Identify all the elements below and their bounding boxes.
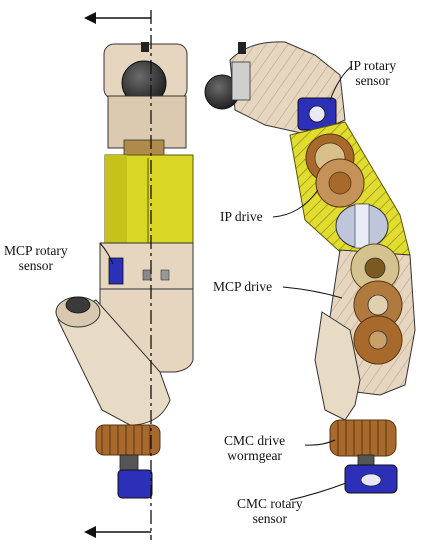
label-cmc-rotary-sensor: CMC rotary sensor xyxy=(237,496,303,526)
top-screw xyxy=(141,42,149,52)
label-ip-drive: IP drive xyxy=(220,209,263,224)
tip-mount xyxy=(231,61,251,101)
leader-mcp-rotary-sensor xyxy=(99,242,114,265)
leader-cmc-rotary-sensor xyxy=(289,482,347,501)
mcp-small-part xyxy=(142,269,152,281)
ip-drive-bushing-slot xyxy=(354,203,370,249)
leader-ip-rotary-sensor xyxy=(329,65,353,101)
leader-ip-drive xyxy=(272,189,319,218)
cmc-sensor-hub xyxy=(360,473,382,487)
cmc-base xyxy=(314,311,361,421)
mcp-drive-gears xyxy=(350,243,403,365)
leader-lines xyxy=(99,65,353,501)
mcp-small-part-2 xyxy=(160,269,170,281)
label-ip-rotary-sensor: IP rotary sensor xyxy=(349,58,397,88)
label-mcp-rotary-sensor: MCP rotary sensor xyxy=(4,243,68,273)
ip-sensor-hub xyxy=(308,105,326,123)
ip-drive-gears xyxy=(305,133,365,208)
yellow-housing-shade xyxy=(105,155,127,243)
upper-body xyxy=(107,95,187,149)
wormgear-teeth-left xyxy=(101,425,151,455)
cmc-shaft-left xyxy=(119,454,139,472)
left-finger-view xyxy=(55,10,194,540)
cmc-rotary-sensor-left xyxy=(117,469,153,499)
mcp-rotary-sensor-left xyxy=(108,257,124,285)
cmc-end-knob xyxy=(65,296,91,314)
leader-cmc-wormgear xyxy=(304,439,336,446)
arrow-left-icon xyxy=(84,12,96,24)
right-finger-view xyxy=(204,41,416,494)
tip-screw xyxy=(238,42,246,54)
label-cmc-drive-wormgear: CMC drive wormgear xyxy=(224,433,286,463)
leader-mcp-drive xyxy=(282,286,343,299)
arrow-left-icon xyxy=(84,526,96,538)
label-mcp-drive: MCP drive xyxy=(213,279,273,294)
wormgear-teeth-right xyxy=(337,420,387,456)
